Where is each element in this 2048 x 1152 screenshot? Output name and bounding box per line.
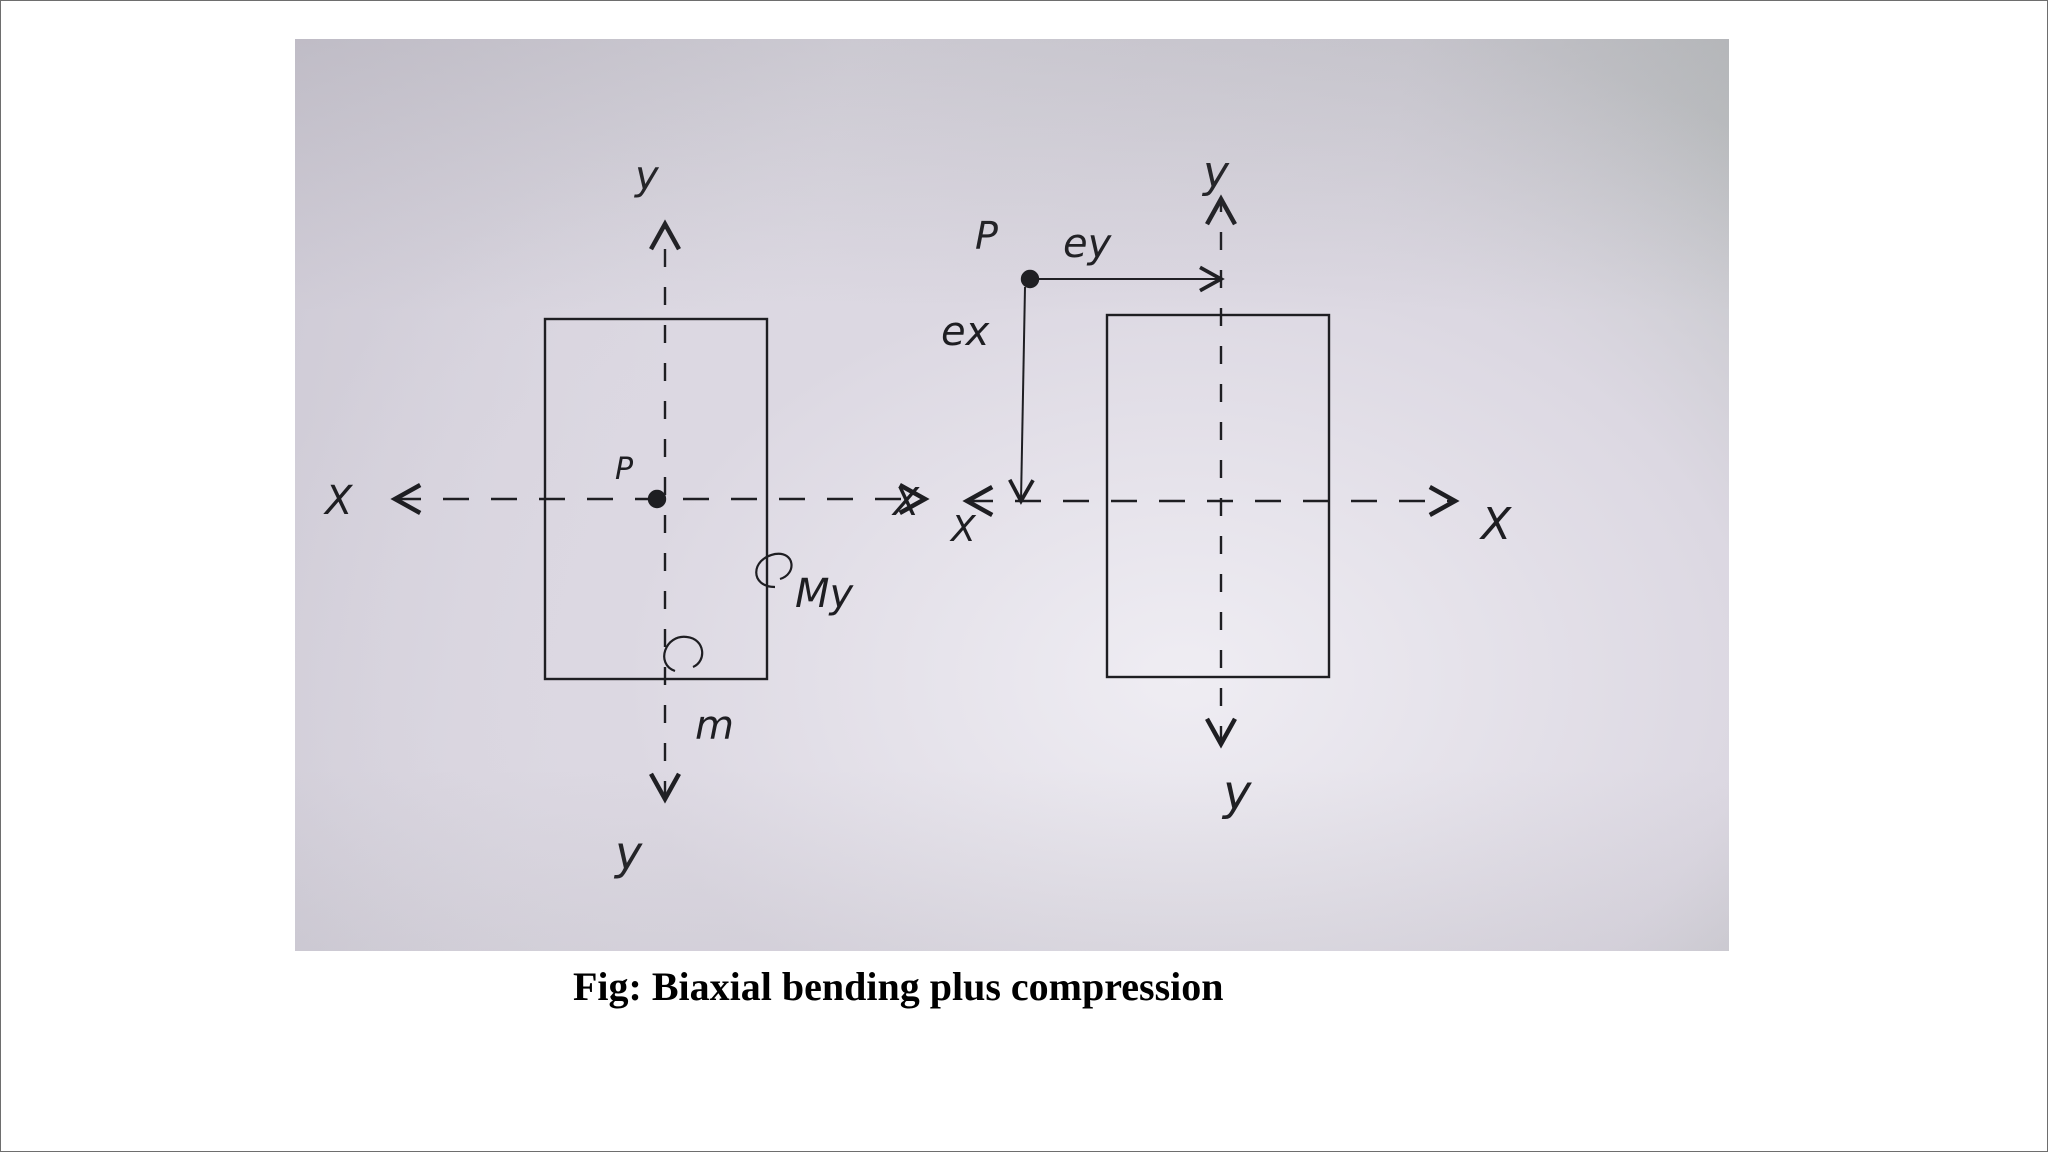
right-x-left-label: X	[949, 509, 977, 550]
sketch-drawing: y y X X P My m y y X X P ey ex	[323, 147, 1512, 880]
sketch-photo: y y X X P My m y y X X P ey ex	[295, 39, 1729, 951]
moment-y-arrow	[755, 552, 793, 589]
moment-y-label: My	[795, 571, 855, 617]
ecc-x-label: ex	[941, 309, 990, 355]
left-y-top-label: y	[634, 153, 660, 199]
left-x-right-label: X	[891, 480, 920, 524]
left-y-bottom-label: y	[613, 826, 643, 880]
right-y-top-label: y	[1201, 147, 1230, 198]
right-y-bottom-label: y	[1221, 765, 1252, 821]
figure-caption: Fig: Biaxial bending plus compression	[573, 964, 1224, 1009]
ecc-x-dimension	[1008, 286, 1035, 505]
moment-x-label: m	[695, 703, 734, 749]
right-section-rect	[1105, 313, 1331, 679]
left-load-label: P	[615, 452, 634, 487]
ecc-y-label: ey	[1063, 221, 1113, 267]
left-sketch	[390, 219, 930, 804]
left-load-point	[647, 489, 667, 509]
left-x-left-label: X	[323, 478, 354, 524]
right-sketch	[962, 194, 1460, 749]
moment-x-arrow	[663, 635, 704, 673]
right-load-label: P	[975, 214, 998, 258]
right-x-right-label: X	[1479, 499, 1512, 550]
